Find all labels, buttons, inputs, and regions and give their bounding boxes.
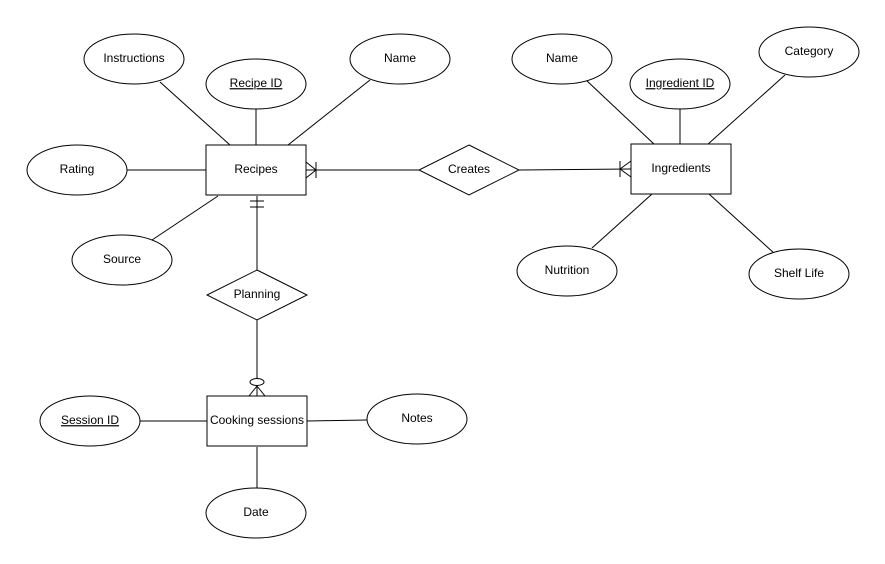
edge-recipes-name (287, 79, 371, 146)
entity-recipes[interactable]: Recipes (205, 144, 307, 196)
edge-ingredients-shelf-life (708, 193, 776, 255)
attribute-label: Nutrition (545, 263, 590, 277)
attribute-label: Name (546, 51, 578, 65)
attribute-label: Category (785, 44, 834, 58)
cardinality-markers (248, 160, 632, 397)
attribute-ingredients-shelf-life[interactable]: Shelf Life (748, 248, 850, 300)
attribute-label-key: Ingredient ID (646, 76, 715, 90)
entity-ingredients-label: Ingredients (651, 161, 710, 175)
attribute-ingredients-nutrition[interactable]: Nutrition (516, 245, 618, 297)
crows-foot-one-or-many-ingredients (619, 160, 632, 178)
edge-ingredients-nutrition (591, 193, 653, 249)
crows-foot-one-only-recipes (250, 200, 264, 208)
attribute-label: Source (103, 252, 141, 266)
attribute-sessions-session-id[interactable]: Session ID (39, 395, 141, 447)
attribute-ingredients-name[interactable]: Name (511, 33, 613, 85)
attribute-label: Name (384, 51, 416, 65)
attribute-recipes-rating[interactable]: Rating (26, 144, 128, 196)
entity-cooking-sessions[interactable]: Cooking sessions (206, 395, 308, 447)
attribute-label: Rating (60, 162, 95, 176)
attribute-label: Notes (401, 411, 432, 425)
attribute-sessions-notes[interactable]: Notes (366, 393, 468, 445)
attribute-ingredients-ingredient-id[interactable]: Ingredient ID (629, 58, 731, 110)
entity-recipes-label: Recipes (234, 162, 277, 176)
attribute-sessions-date[interactable]: Date (205, 487, 307, 539)
crows-foot-one-or-many-recipes (305, 161, 317, 179)
relationship-creates-label: Creates (448, 162, 490, 176)
attribute-label-key: Recipe ID (230, 76, 283, 90)
relationship-planning-label: Planning (234, 287, 281, 301)
attribute-recipes-source[interactable]: Source (71, 234, 173, 286)
edge-creates-ingredients (518, 168, 632, 171)
entity-ingredients[interactable]: Ingredients (630, 143, 732, 195)
edge-recipes-source (151, 195, 219, 241)
attribute-recipes-name[interactable]: Name (349, 33, 451, 85)
attribute-ingredients-category[interactable]: Category (758, 26, 860, 78)
attribute-label: Shelf Life (774, 266, 824, 280)
crows-foot-zero-or-many-sessions (248, 378, 266, 397)
edge-recipes-instructions (159, 81, 231, 146)
edge-ingredients-category (706, 74, 786, 146)
attribute-recipes-instructions[interactable]: Instructions (83, 33, 185, 85)
edge-sessions-notes (306, 419, 369, 422)
relationship-creates[interactable]: Creates (417, 144, 521, 196)
attribute-recipes-recipe-id[interactable]: Recipe ID (205, 58, 307, 110)
edge-ingredients-name (585, 79, 656, 146)
attribute-label: Instructions (103, 51, 164, 65)
attribute-label: Date (243, 505, 269, 519)
relationship-planning[interactable]: Planning (205, 269, 309, 321)
entity-cooking-sessions-label: Cooking sessions (210, 413, 304, 427)
attribute-label-key: Session ID (61, 413, 119, 427)
